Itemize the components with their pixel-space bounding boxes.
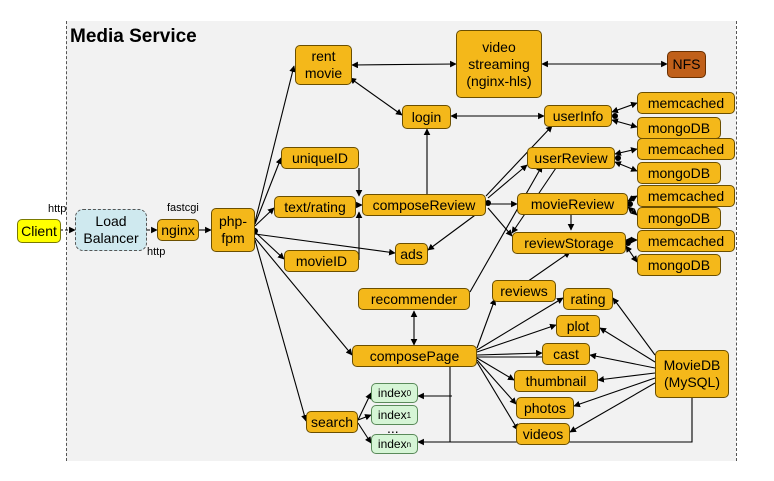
node-php-fpm[interactable]: php-fpm: [211, 208, 255, 252]
edge-php-uniqueid: [254, 157, 282, 225]
edge-composepage-reviews: [476, 298, 497, 349]
junction-reviewstorage: [625, 240, 631, 246]
edge-moviedb-videos: [569, 382, 656, 433]
left-boundary-line: [66, 21, 67, 461]
edge-search-index0: [357, 392, 372, 421]
edge-moviereview-memcached: [627, 195, 638, 202]
node-plot[interactable]: plot: [556, 315, 600, 337]
node-rating[interactable]: rating: [563, 288, 613, 310]
edge-moviedb-plot: [599, 327, 656, 363]
node-search[interactable]: search: [306, 411, 358, 433]
label-http-out: http: [147, 246, 166, 258]
edge-moviedb-photos: [573, 377, 656, 408]
right-boundary-line: [736, 21, 737, 461]
node-text-rating[interactable]: text/rating: [274, 196, 356, 218]
junction-moviereview: [627, 201, 633, 207]
edge-composepage-rating: [476, 297, 564, 351]
node-recommender[interactable]: recommender: [358, 288, 470, 310]
junction-userreview: [615, 155, 621, 161]
edge-composepage-cast: [476, 349, 543, 357]
edge-php-ads: [254, 233, 396, 256]
edge-moviedb-rating: [612, 297, 656, 356]
edge-search-index1: [357, 414, 372, 421]
edge-composepage-videos: [476, 361, 519, 431]
edge-composereview-ads: [427, 209, 483, 251]
node-cast[interactable]: cast: [542, 343, 590, 365]
node-load-balancer[interactable]: Load Balancer: [75, 209, 147, 251]
node-mongodb-1[interactable]: mongoDB: [637, 117, 721, 139]
junction-composereview: [485, 200, 491, 206]
node-movie-review[interactable]: movieReview: [517, 193, 628, 215]
edge-php-search: [254, 239, 308, 422]
edge-rent-login: [349, 77, 403, 116]
edge-moviereview-mongodb: [627, 206, 638, 216]
edge-rent-video: [351, 60, 457, 69]
node-thumbnail[interactable]: thumbnail: [514, 370, 598, 392]
edge-moviedb-thumbnail: [597, 372, 656, 383]
node-reviews[interactable]: reviews: [492, 280, 556, 302]
node-compose-review[interactable]: composeReview: [362, 194, 486, 216]
edge-composereview-userreview: [487, 164, 528, 199]
index-ellipsis: ...: [387, 420, 399, 436]
node-videos[interactable]: videos: [516, 423, 570, 445]
index-1-subscript: 1: [406, 410, 412, 420]
node-mongodb-3[interactable]: mongoDB: [637, 207, 721, 229]
edge-search-indexn: [357, 422, 372, 444]
edge-composereview-reviewstorage: [487, 207, 513, 237]
edge-php-composepage: [254, 237, 353, 356]
label-http-in: http: [48, 203, 67, 215]
edge-php-movieid: [254, 231, 285, 260]
node-mongodb-4[interactable]: mongoDB: [637, 254, 721, 276]
node-memcached-3[interactable]: memcached: [637, 185, 735, 207]
edge-composepage-photos: [476, 359, 517, 405]
node-movie-db[interactable]: MovieDB (MySQL): [655, 350, 729, 398]
edge-userreview-mongodb: [614, 161, 638, 172]
edge-php-textrating: [254, 207, 275, 227]
node-mongodb-2[interactable]: mongoDB: [637, 162, 721, 184]
index-n-subscript: n: [406, 439, 412, 449]
node-user-review[interactable]: userReview: [527, 147, 615, 169]
index-1-label: index: [377, 407, 407, 422]
node-unique-id[interactable]: uniqueID: [281, 147, 359, 169]
label-fastcgi: fastcgi: [167, 202, 199, 214]
edge-userinfo-memcached: [611, 101, 638, 114]
node-rent-movie[interactable]: rent movie: [295, 45, 352, 85]
node-video-streaming[interactable]: video streaming (nginx-hls): [456, 30, 542, 98]
node-client[interactable]: Client: [17, 219, 61, 243]
edge-moviedb-indexn: [417, 398, 693, 446]
node-memcached-1[interactable]: memcached: [637, 92, 735, 114]
node-compose-page[interactable]: composePage: [352, 345, 477, 367]
index-n-label: index: [377, 436, 407, 451]
node-nfs[interactable]: NFS: [667, 51, 706, 78]
node-movie-id[interactable]: movieID: [284, 250, 359, 272]
edge-userreview-memcached: [614, 147, 638, 156]
junction-userinfo: [612, 113, 618, 119]
edge-composereview-userinfo: [485, 125, 553, 197]
edge-composepage-plot: [476, 323, 557, 353]
index-0-subscript: 0: [406, 388, 412, 398]
node-user-info[interactable]: userInfo: [544, 105, 612, 127]
diagram-title: Media Service: [70, 26, 197, 47]
index-0-label: index: [377, 385, 407, 400]
edge-recommender-userreview: [469, 165, 543, 293]
edge-php-rent: [254, 65, 296, 223]
node-ads[interactable]: ads: [395, 243, 428, 265]
edge-composepage-thumbnail: [476, 357, 515, 381]
node-memcached-2[interactable]: memcached: [637, 138, 735, 160]
edge-reviewstorage-mongodb: [625, 245, 638, 263]
edge-moviedb-cast: [589, 352, 656, 369]
node-review-storage[interactable]: reviewStorage: [512, 232, 626, 254]
edge-reviews-reviewstorage: [523, 251, 571, 285]
node-nginx[interactable]: nginx: [157, 219, 199, 241]
node-photos[interactable]: photos: [516, 397, 574, 419]
edge-userinfo-mongodb: [611, 118, 638, 129]
node-login[interactable]: login: [402, 105, 451, 129]
node-memcached-4[interactable]: memcached: [637, 230, 735, 252]
